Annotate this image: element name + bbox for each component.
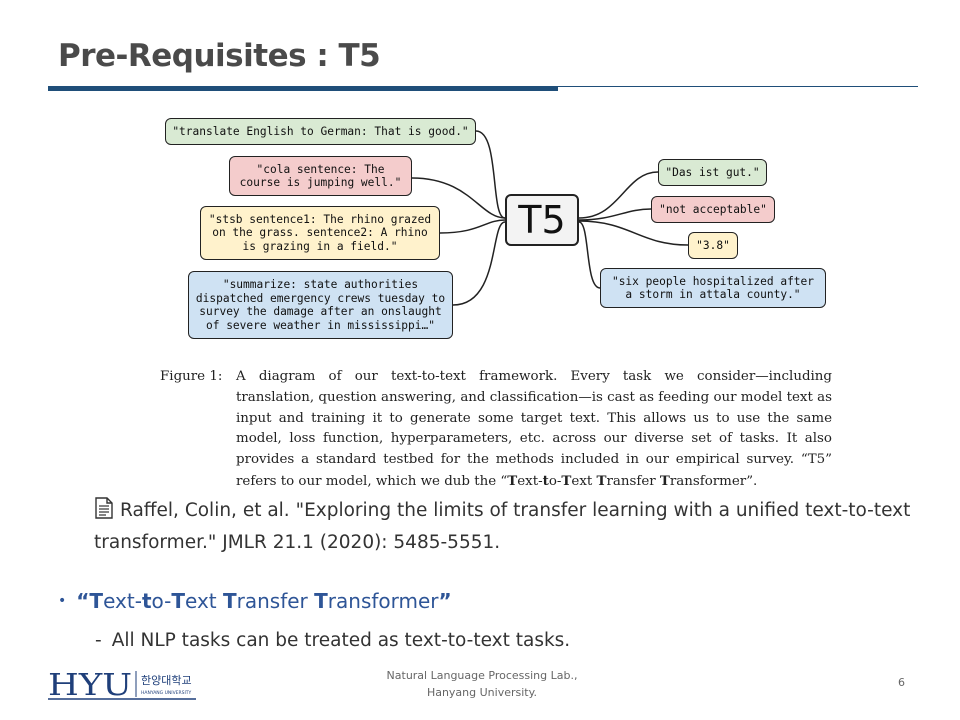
caption-dub-name: Text-to-Text Transfer Transformer (507, 472, 747, 489)
figure-label: Figure 1: (160, 369, 223, 384)
svg-text:HANYANG UNIVERSITY: HANYANG UNIVERSITY (141, 690, 192, 696)
svg-text:한양대학교: 한양대학교 (141, 674, 192, 687)
connector-output-2 (578, 208, 652, 221)
hyu-logo: HYU 한양대학교 HANYANG UNIVERSITY (48, 668, 196, 700)
input-box-stsb: "stsb sentence1: The rhino grazed on the… (200, 206, 440, 260)
citation-text: Raffel, Colin, et al. "Exploring the lim… (94, 500, 911, 553)
t5-model-box: T5 (505, 194, 579, 246)
figure-caption-body: A diagram of our text-to-text framework.… (236, 369, 832, 489)
slide-title: Pre-Requisites : T5 (58, 38, 381, 74)
input-box-translate: "translate English to German: That is go… (165, 118, 476, 145)
output-box-score: "3.8" (688, 232, 738, 259)
title-underline-thick (48, 86, 558, 91)
connector-input-2 (411, 177, 506, 219)
bullet-t5-name: •“Text-to-Text Transfer Transformer” (58, 589, 452, 613)
connector-output-3 (578, 220, 689, 246)
citation: Raffel, Colin, et al. "Exploring the lim… (94, 496, 914, 557)
svg-text:HYU: HYU (48, 668, 132, 700)
bullet-dot: • (58, 593, 67, 609)
output-box-german: "Das ist gut." (658, 159, 767, 186)
connector-output-1 (578, 171, 659, 219)
connector-input-1 (475, 130, 506, 219)
output-box-acceptable: "not acceptable" (651, 196, 775, 223)
t5-diagram-connectors (411, 130, 689, 306)
connector-output-4 (578, 221, 601, 289)
connector-input-4 (452, 221, 506, 306)
output-box-summary: "six people hospitalized after a storm i… (600, 268, 826, 308)
connector-input-3 (439, 219, 506, 234)
input-box-cola: "cola sentence: The course is jumping we… (229, 156, 412, 196)
document-icon (94, 497, 114, 528)
sub-bullet-text-to-text: -All NLP tasks can be treated as text-to… (95, 630, 571, 651)
figure-caption: Figure 1: A diagram of our text-to-text … (160, 367, 832, 493)
sub-bullet-dash: - (95, 630, 102, 651)
input-box-summarize: "summarize: state authorities dispatched… (188, 271, 453, 339)
footer-lab: Natural Language Processing Lab., Hanyan… (386, 669, 578, 699)
page-number: 6 (898, 676, 905, 689)
